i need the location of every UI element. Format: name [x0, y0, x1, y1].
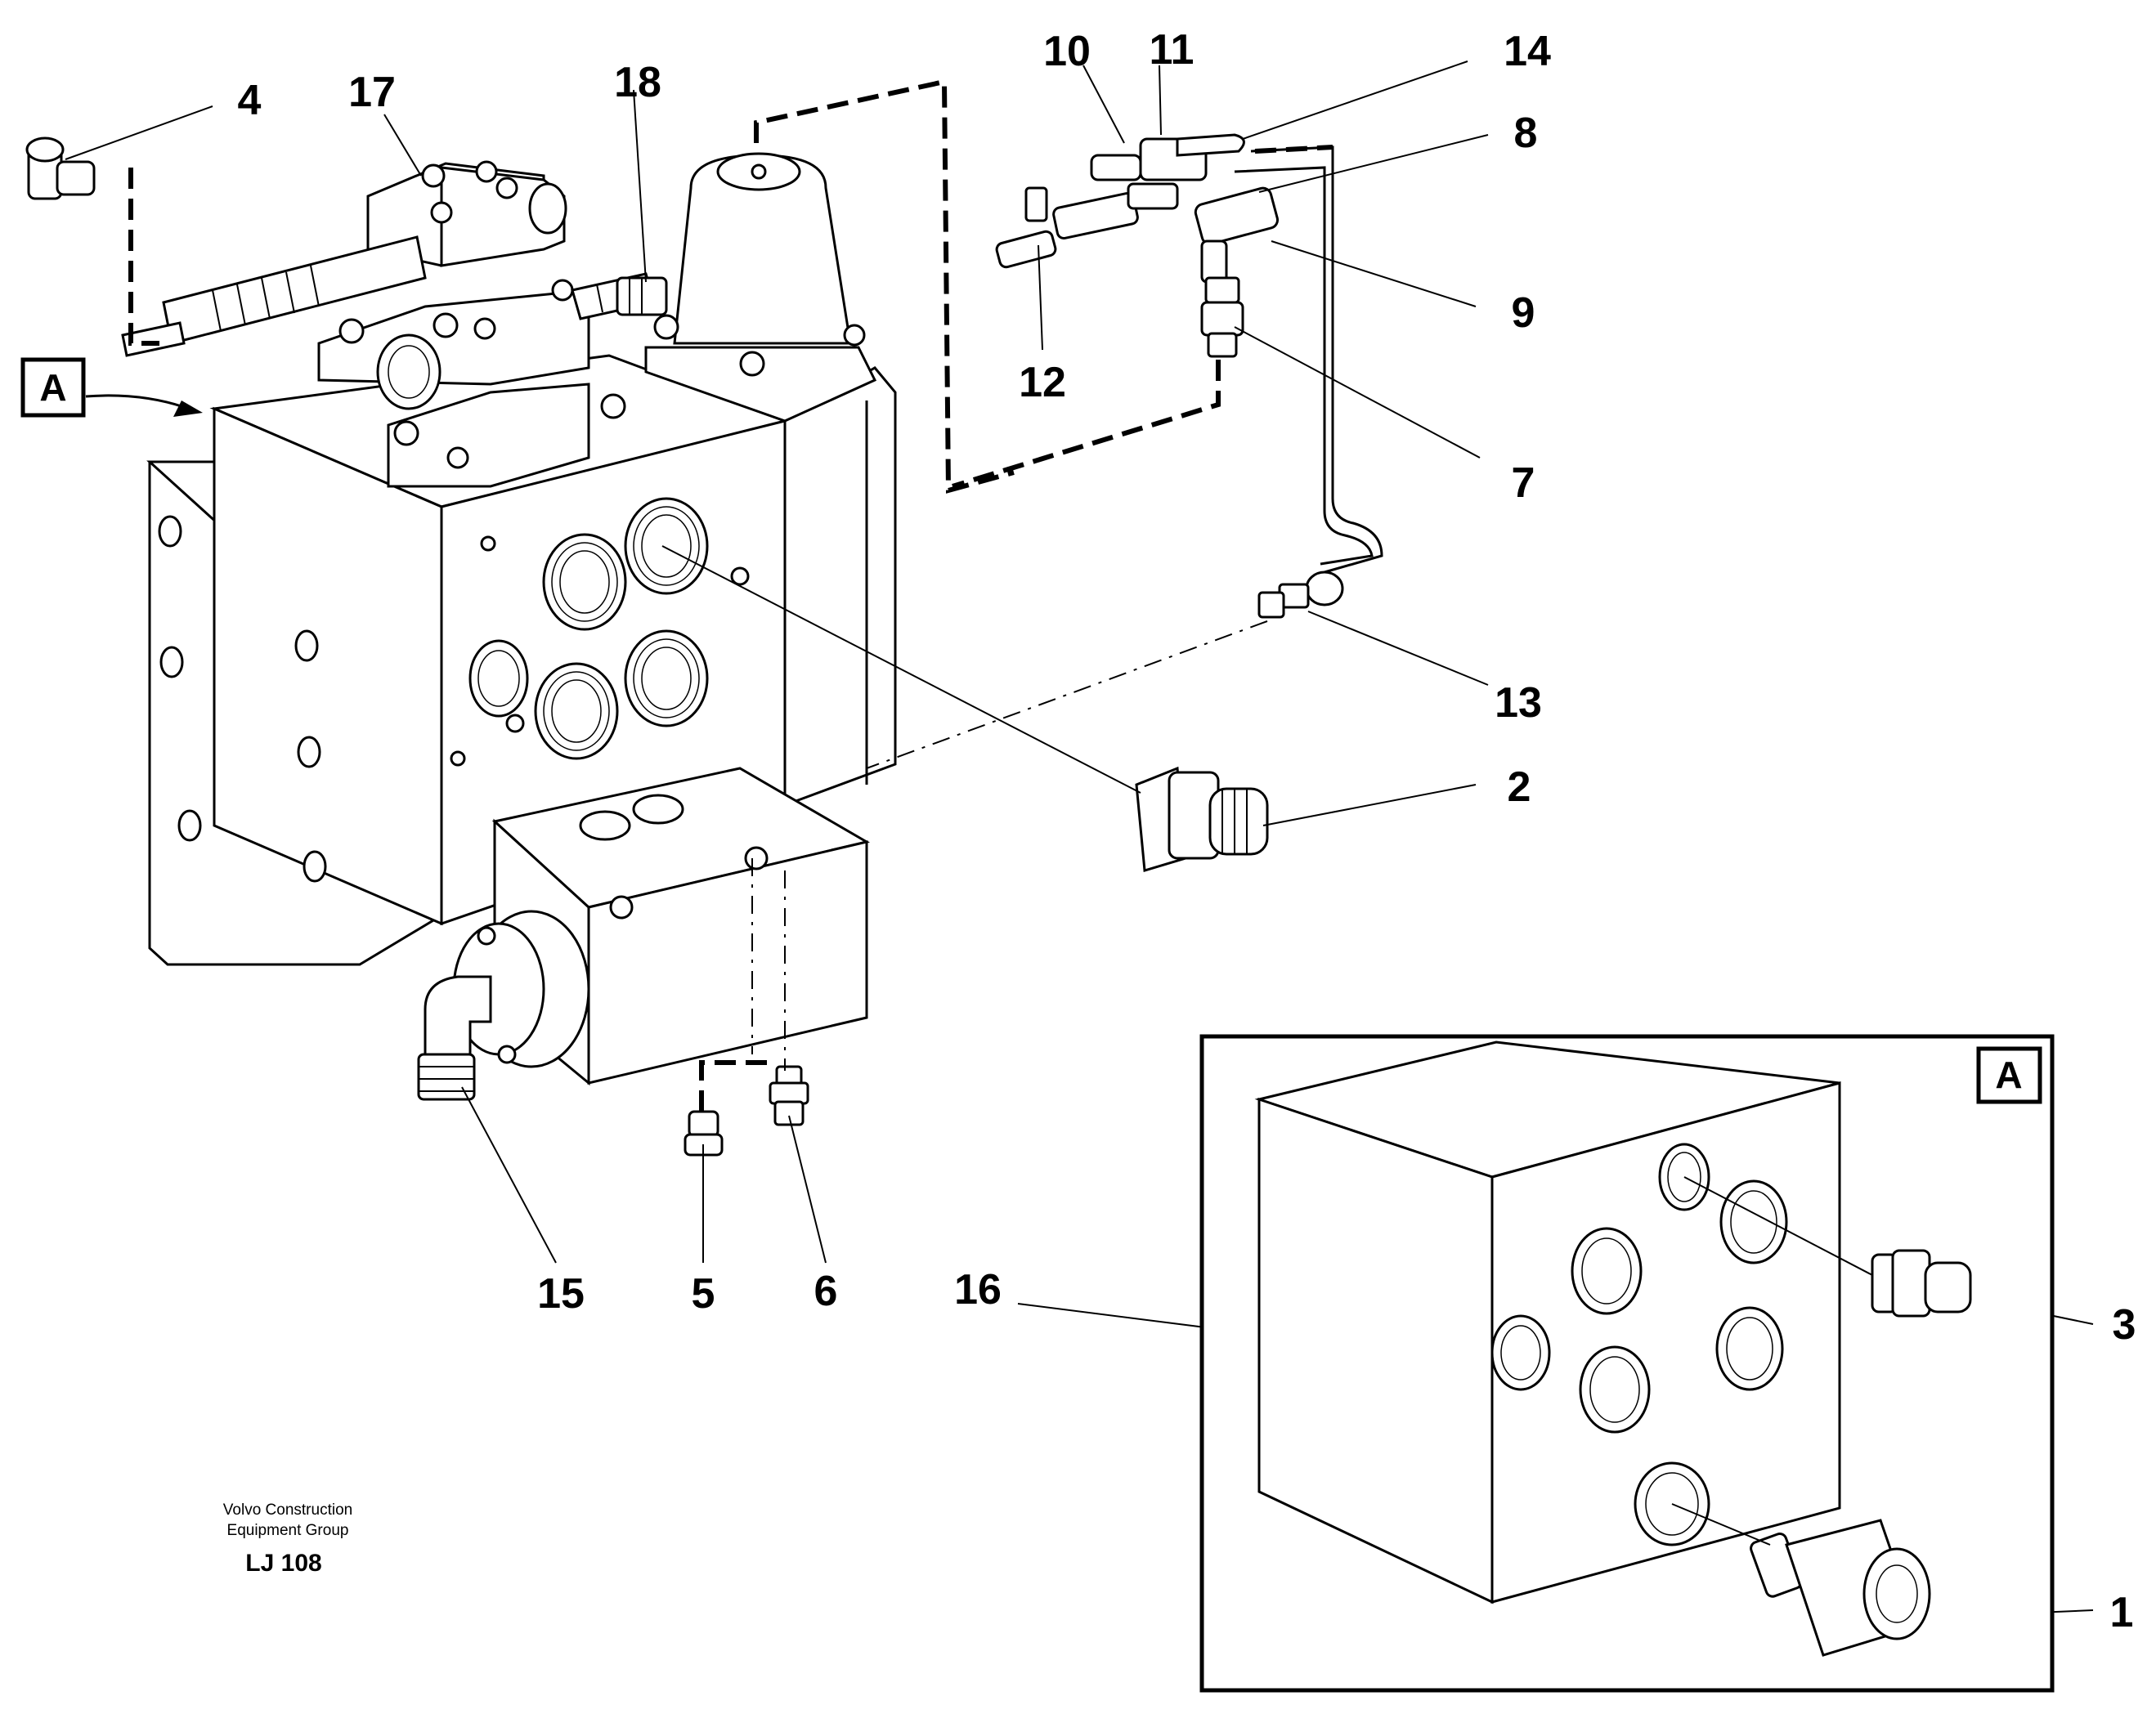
callout-8: 8: [1514, 110, 1538, 157]
callout-1: 1: [2110, 1589, 2134, 1636]
detail-box-label: A: [1995, 1054, 2022, 1096]
callout-5: 5: [692, 1270, 715, 1318]
callout-14: 14: [1504, 28, 1551, 75]
footer: Volvo Construction Equipment Group LJ 10…: [223, 1501, 352, 1577]
callout-2: 2: [1508, 763, 1531, 811]
detail-marker-a: A: [20, 357, 203, 418]
drawing-code: LJ 108: [245, 1550, 321, 1577]
leader-lines: [65, 60, 2094, 1619]
fitting-3: [1871, 1249, 1972, 1318]
callout-6: 6: [814, 1268, 838, 1315]
callout-3: 3: [2113, 1301, 2136, 1349]
tee-fittings: [995, 133, 1383, 574]
company-line-1: Volvo Construction: [223, 1501, 352, 1519]
callout-13: 13: [1495, 679, 1542, 727]
connection-lines: [128, 78, 1333, 1112]
callout-7: 7: [1512, 459, 1535, 507]
fitting-13: [1257, 571, 1344, 619]
fitting-1: [1750, 1519, 1931, 1657]
callout-12: 12: [1019, 359, 1066, 406]
company-line-2: Equipment Group: [227, 1522, 349, 1539]
pressure-reducer-dome: [644, 152, 877, 423]
callout-10: 10: [1043, 28, 1091, 75]
callout-16: 16: [954, 1266, 1002, 1313]
elbow-fitting-4: [25, 136, 96, 200]
plug-6: [769, 1065, 809, 1126]
adapter-2: [1135, 766, 1269, 872]
callout-4: 4: [238, 77, 262, 124]
lower-manifold: [417, 767, 871, 1101]
callout-9: 9: [1512, 289, 1535, 337]
detail-box-a: A: [1199, 1034, 2055, 1693]
detail-marker-label: A: [39, 366, 66, 409]
front-ports: [450, 497, 750, 767]
callout-18: 18: [614, 59, 661, 106]
callout-15: 15: [537, 1270, 585, 1318]
side-plate-bolts: [158, 515, 327, 883]
solenoid-valves: [121, 160, 656, 488]
callout-labels: 1 2 3 4 5 6 7 8 9 10 11 12 13 14 15 16 1…: [238, 26, 2136, 1636]
callout-17: 17: [348, 69, 396, 116]
fitting-18: [616, 276, 668, 316]
callout-11: 11: [1150, 26, 1195, 74]
